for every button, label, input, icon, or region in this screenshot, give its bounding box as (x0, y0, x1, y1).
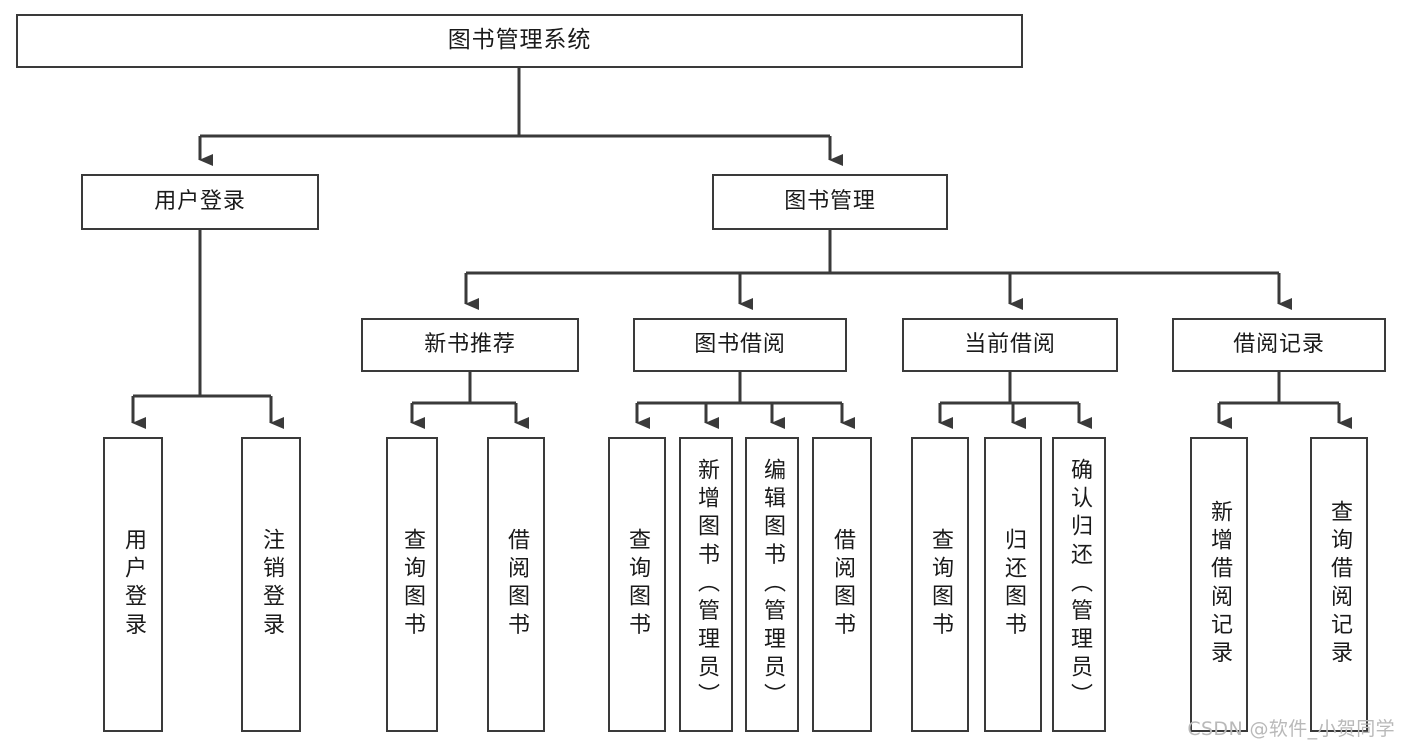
node-label: 新增借阅记录 (1207, 500, 1232, 669)
node-label: 新增图书（管理员） (694, 457, 719, 712)
node-new-book-recommend[interactable]: 新书推荐 (361, 318, 579, 372)
node-book-borrow[interactable]: 图书借阅 (633, 318, 847, 372)
edge-group-current-borrow (938, 372, 1092, 429)
leaf-query-book-1[interactable]: 查询图书 (386, 437, 438, 732)
leaf-confirm-return-admin[interactable]: 确认归还（管理员） (1052, 437, 1106, 732)
node-borrow-record[interactable]: 借阅记录 (1172, 318, 1386, 372)
node-label: 确认归还（管理员） (1067, 457, 1092, 712)
leaf-return-book[interactable]: 归还图书 (984, 437, 1042, 732)
edge-group-user-login (131, 230, 284, 429)
leaf-edit-book-admin[interactable]: 编辑图书（管理员） (745, 437, 799, 732)
edge-group-root (198, 68, 843, 166)
node-user-login[interactable]: 用户登录 (81, 174, 319, 230)
node-label: 查询图书 (928, 528, 953, 641)
node-label: 新书推荐 (424, 331, 516, 357)
node-label: 归还图书 (1001, 528, 1026, 641)
node-label: 图书管理 (784, 188, 876, 214)
node-label: 编辑图书（管理员） (760, 457, 785, 712)
node-book-manage[interactable]: 图书管理 (712, 174, 948, 230)
leaf-borrow-book-2[interactable]: 借阅图书 (812, 437, 872, 732)
node-label: 图书管理系统 (447, 27, 592, 54)
leaf-add-borrow-record[interactable]: 新增借阅记录 (1190, 437, 1248, 732)
edge-group-book-borrow (635, 372, 855, 429)
leaf-query-book-2[interactable]: 查询图书 (608, 437, 666, 732)
node-label: 查询图书 (625, 528, 650, 641)
node-label: 图书借阅 (694, 331, 786, 357)
leaf-add-book-admin[interactable]: 新增图书（管理员） (679, 437, 733, 732)
node-current-borrow[interactable]: 当前借阅 (902, 318, 1118, 372)
node-label: 借阅图书 (504, 528, 529, 641)
node-label: 用户登录 (121, 528, 146, 641)
edge-group-new-book-rec (410, 372, 529, 429)
node-label: 查询图书 (400, 528, 425, 641)
leaf-query-borrow-record[interactable]: 查询借阅记录 (1310, 437, 1368, 732)
node-label: 借阅图书 (830, 528, 855, 641)
leaf-user-login[interactable]: 用户登录 (103, 437, 163, 732)
leaf-borrow-book-1[interactable]: 借阅图书 (487, 437, 545, 732)
leaf-query-book-3[interactable]: 查询图书 (911, 437, 969, 732)
edge-group-borrow-record (1217, 372, 1352, 429)
node-label: 用户登录 (154, 188, 246, 214)
edge-group-book-manage (464, 230, 1292, 310)
node-label: 查询借阅记录 (1327, 500, 1352, 669)
node-label: 注销登录 (259, 528, 284, 641)
node-label: 借阅记录 (1233, 331, 1325, 357)
watermark: CSDN @软件_小贺同学 (1187, 718, 1395, 740)
leaf-logout[interactable]: 注销登录 (241, 437, 301, 732)
node-label: 当前借阅 (964, 331, 1056, 357)
node-root-system[interactable]: 图书管理系统 (16, 14, 1023, 68)
